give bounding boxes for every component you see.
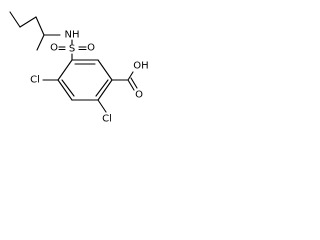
bond-carboxyl-oh <box>127 71 134 81</box>
bond-ring-3 <box>97 79 113 101</box>
bond-ring-cl-bottom <box>97 99 107 113</box>
bond-ring-6 <box>57 59 73 81</box>
chlorine-bottom-label: Cl <box>102 114 112 125</box>
bond-chain-1 <box>9 11 21 28</box>
bond-chain-3 <box>35 16 45 36</box>
chlorine-left-label: Cl <box>30 75 40 86</box>
bond-chain-2 <box>19 16 37 28</box>
oxygen-left-label: O <box>50 43 58 54</box>
nh-label: NH <box>65 30 80 41</box>
oxygen-right-label: O <box>87 43 95 54</box>
bond-carboxyl-o-b <box>130 77 138 89</box>
acid-oh-label: OH <box>133 61 148 72</box>
bond-ring-inner-3 <box>61 79 75 97</box>
bond-carboxyl-o-a <box>127 79 135 91</box>
bond-chain-4 <box>36 34 45 51</box>
sulfur-label: S <box>69 44 75 55</box>
chemical-structure: NH S O O Cl Cl OH O <box>9 11 149 125</box>
atom-labels: NH S O O Cl Cl OH O <box>30 30 149 125</box>
acid-oxygen-label: O <box>135 90 143 101</box>
bond-ring-inner-2 <box>95 79 109 97</box>
bonds <box>9 11 138 113</box>
bond-ring-2 <box>97 59 113 81</box>
bond-ring-5 <box>57 79 73 101</box>
